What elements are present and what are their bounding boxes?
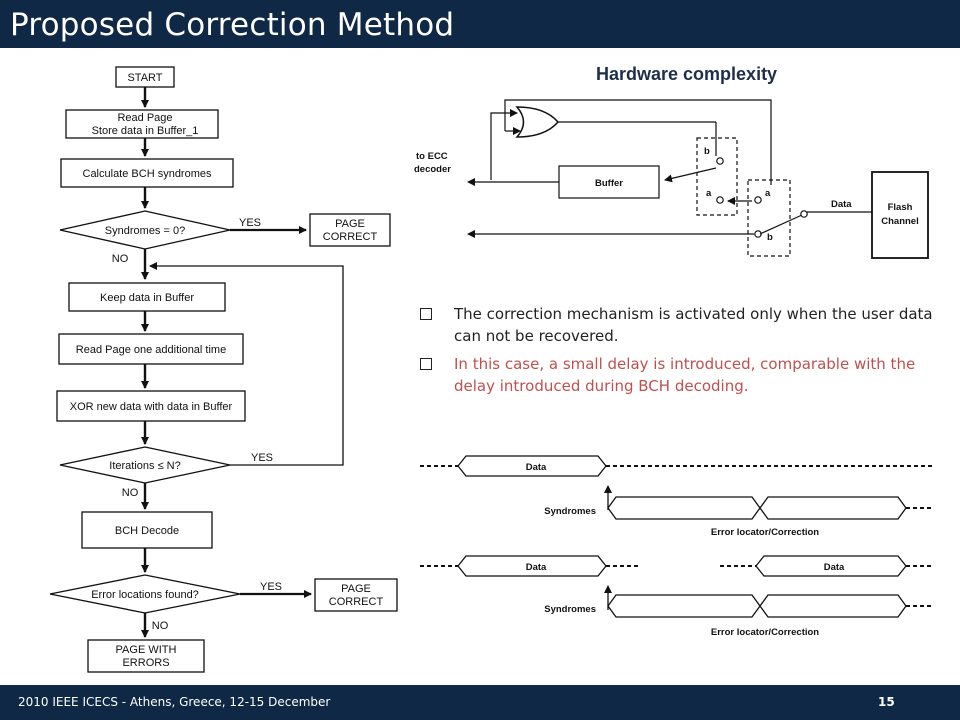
timing-top-data: Data — [526, 462, 547, 473]
title-bar: Proposed Correction Method — [0, 0, 960, 48]
hw-to-ecc-1: to ECC — [416, 151, 448, 162]
timing-top-pulse-2 — [759, 496, 907, 520]
timing-top-syndromes: Syndromes — [544, 506, 596, 517]
fc-bch-decode-label: BCH Decode — [115, 525, 179, 537]
fc-calc-syndromes-box — [60, 158, 234, 188]
fc-page-correct-1b: CORRECT — [323, 231, 378, 243]
hw-buffer-label: Buffer — [595, 178, 623, 189]
hw-to-ecc-2: decoder — [414, 164, 451, 175]
page-number: 15 — [878, 695, 895, 709]
footer-bar: 2010 IEEE ICECS - Athens, Greece, 12-15 … — [0, 685, 960, 720]
hw-switch-b-bottom: b — [767, 232, 773, 243]
fc-read-additional-box — [58, 333, 244, 365]
hw-flash-1: Flash — [888, 202, 913, 213]
timing-bottom-data-2: Data — [824, 562, 845, 573]
hardware-labels: to ECC decoder Buffer b a a b Data Flash… — [414, 146, 919, 243]
hw-switch-a-right: a — [765, 188, 771, 199]
fc-read-additional-label: Read Page one additional time — [76, 344, 226, 356]
flowchart — [49, 66, 398, 673]
bullet-item-2: In this case, a small delay is introduce… — [418, 353, 948, 397]
bullet-text-2: In this case, a small delay is introduce… — [454, 355, 916, 395]
fc-yes-1: YES — [239, 217, 261, 229]
fc-page-correct-2b: CORRECT — [329, 596, 384, 608]
timing-top-pulse-1 — [607, 496, 761, 520]
checkbox-bullet-icon — [420, 358, 432, 370]
buffer-box — [558, 165, 660, 199]
fc-page-correct-1a: PAGE — [335, 218, 365, 230]
flowchart-labels: START Read Page Store data in Buffer_1 C… — [70, 72, 384, 669]
fc-yes-2: YES — [251, 452, 273, 464]
hw-switch-a-left: a — [706, 188, 712, 199]
slide-title: Proposed Correction Method — [10, 7, 455, 43]
timing-bottom-data-1: Data — [526, 562, 547, 573]
fc-bch-decode-box — [81, 511, 213, 549]
fc-start-label: START — [127, 72, 162, 84]
timing-bottom-pulse-1 — [607, 594, 761, 618]
switch-box-bottom — [747, 179, 791, 257]
fc-page-errors-box — [87, 639, 205, 673]
bullet-text-1: The correction mechanism is activated on… — [454, 305, 933, 345]
hardware-heading: Hardware complexity — [596, 64, 778, 84]
fc-page-errors-label-1: PAGE WITH — [116, 644, 177, 656]
bullet-item-1: The correction mechanism is activated on… — [418, 303, 948, 347]
fc-decision-errors-label: Error locations found? — [91, 589, 199, 601]
fc-xor-box — [56, 390, 246, 422]
fc-xor-label: XOR new data with data in Buffer — [70, 401, 233, 413]
fc-no-3: NO — [152, 620, 169, 632]
timing-top-error: Error locator/Correction — [711, 527, 819, 538]
hardware-diagram — [467, 99, 929, 259]
fc-page-errors-label-2: ERRORS — [122, 657, 169, 669]
bullet-list: The correction mechanism is activated on… — [418, 303, 948, 403]
fc-yes-3: YES — [260, 581, 282, 593]
fc-page-correct-box-2 — [314, 578, 398, 612]
hw-switch-b-top: b — [704, 146, 710, 157]
fc-read-page-box — [65, 109, 219, 139]
fc-no-1: NO — [112, 253, 129, 265]
timing-diagram — [420, 455, 932, 618]
timing-bottom-pulse-2 — [759, 594, 907, 618]
fc-read-page-label-1: Read Page — [117, 112, 172, 124]
switch-box-top — [696, 137, 738, 216]
fc-decision-iterations-label: Iterations ≤ N? — [109, 460, 180, 472]
fc-read-page-label-2: Store data in Buffer_1 — [92, 125, 199, 137]
fc-keep-data-label: Keep data in Buffer — [100, 292, 194, 304]
timing-bottom-syndromes: Syndromes — [544, 604, 596, 615]
checkbox-bullet-icon — [420, 308, 432, 320]
fc-keep-data-box — [68, 282, 226, 312]
or-gate — [515, 106, 559, 138]
timing-bottom-error: Error locator/Correction — [711, 627, 819, 638]
flash-channel-box — [871, 171, 929, 259]
fc-no-2: NO — [122, 487, 139, 499]
footer-text: 2010 IEEE ICECS - Athens, Greece, 12-15 … — [18, 695, 331, 709]
fc-page-correct-2a: PAGE — [341, 583, 371, 595]
hw-data-label: Data — [831, 199, 852, 210]
fc-calc-syndromes-label: Calculate BCH syndromes — [83, 168, 212, 180]
fc-page-correct-box-1 — [309, 213, 391, 247]
timing-labels: Data Syndromes Error locator/Correction … — [526, 462, 845, 638]
hw-flash-2: Channel — [881, 216, 918, 227]
fc-decision-syndromes-label: Syndromes = 0? — [105, 225, 185, 237]
